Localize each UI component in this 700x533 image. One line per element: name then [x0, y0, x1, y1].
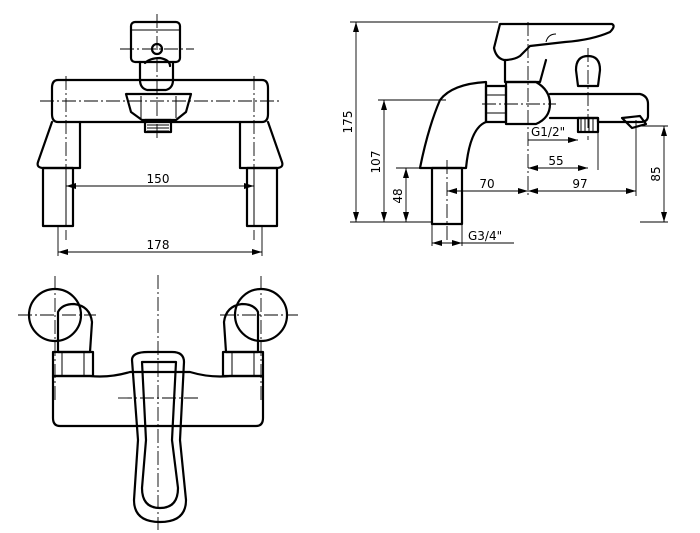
dim-label-70: 70	[479, 177, 494, 191]
thread-label-g34: G3/4"	[468, 229, 502, 243]
spout-aerator	[620, 114, 648, 130]
top-main-body	[51, 370, 265, 428]
thread-label-g12: G1/2"	[531, 125, 565, 139]
dim-label-55: 55	[548, 154, 563, 168]
handle-cap	[129, 20, 182, 64]
side-view: 175 107 48 85 70 97 55 G1	[341, 21, 668, 246]
front-body	[50, 78, 270, 124]
top-view	[18, 275, 298, 530]
front-inlet-right	[245, 166, 279, 228]
side-body-top	[503, 58, 548, 84]
top-lever-inner	[140, 360, 180, 510]
spout-nut	[124, 92, 193, 122]
dim-label-175: 175	[341, 111, 355, 134]
dim-label-48: 48	[391, 188, 405, 203]
lever-handle	[492, 22, 615, 62]
dim-label-97: 97	[572, 177, 587, 191]
front-leg-left	[36, 120, 82, 170]
aerator	[143, 118, 173, 134]
front-view: 150 178	[36, 14, 284, 256]
dim-label-107: 107	[369, 151, 383, 174]
side-spout	[548, 92, 650, 124]
front-leg-right	[238, 120, 284, 170]
dim-label-178: 178	[147, 238, 170, 252]
top-lever-right	[222, 302, 260, 354]
top-spout	[130, 350, 188, 524]
handle-neck	[138, 60, 175, 92]
top-nut-left	[51, 350, 95, 378]
side-pillar	[418, 80, 488, 170]
top-lever-left	[56, 302, 94, 354]
dim-label-85: 85	[649, 166, 663, 181]
top-nut-right	[221, 350, 265, 378]
diverter-knob	[574, 54, 602, 88]
front-inlet-left	[41, 166, 75, 228]
dim-label-150: 150	[147, 172, 170, 186]
